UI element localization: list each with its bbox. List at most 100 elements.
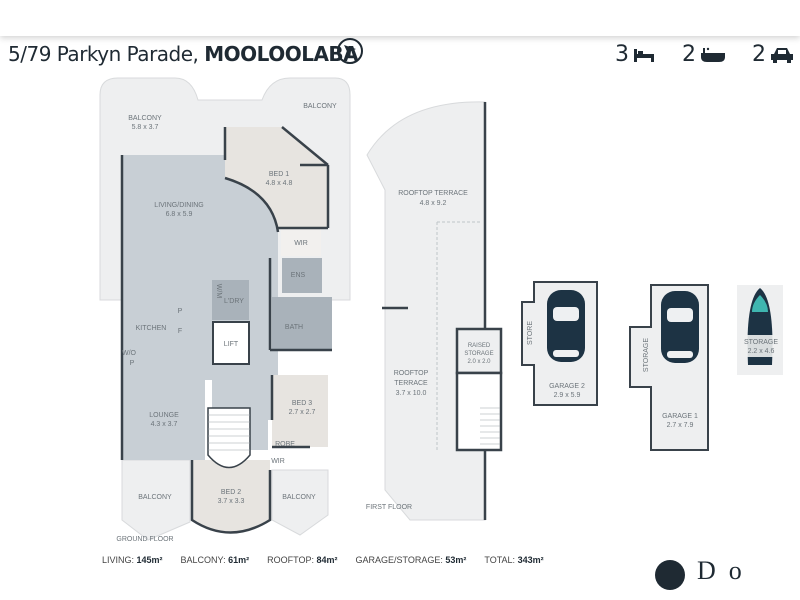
- svg-text:W/O: W/O: [122, 350, 137, 357]
- garages: STORE GARAGE 2 2.9 x 5.9 STORAGE GARAGE …: [521, 281, 783, 451]
- room-name: ROOFTOP TERRACE: [398, 190, 468, 197]
- car-icon: [661, 291, 699, 363]
- address: 5/79 Parkyn Parade, MOOLOOLABA: [8, 42, 359, 66]
- svg-text:BED 3: BED 3: [292, 400, 312, 407]
- room-name: KITCHEN: [136, 325, 167, 332]
- svg-text:BALCONY: BALCONY: [138, 494, 172, 501]
- baths-feature: 2: [682, 42, 726, 67]
- suburb: MOOLOOLABA: [204, 42, 359, 66]
- room-name: BALCONY: [138, 494, 172, 501]
- beds-feature: 3: [615, 42, 655, 67]
- svg-text:GARAGE 1: GARAGE 1: [662, 413, 698, 420]
- storage-size: 2.2 x 4.6: [748, 348, 775, 355]
- room-name: WIR: [294, 240, 308, 247]
- balcony-bottom-right: [271, 469, 329, 536]
- stair-treads: [480, 407, 500, 445]
- svg-text:BATH: BATH: [285, 324, 303, 331]
- room-name: BATH: [285, 324, 303, 331]
- room-name: BED 3: [292, 400, 312, 407]
- svg-text:W/M: W/M: [215, 284, 222, 299]
- bath: [272, 297, 332, 349]
- living-area: [122, 155, 278, 460]
- area-summary: LIVING: 145m² BALCONY: 61m² ROOFTOP: 84m…: [102, 555, 544, 565]
- lift: [212, 321, 250, 365]
- first-floor: ROOFTOP TERRACE 4.8 x 9.2 RAISED STORAGE…: [366, 101, 503, 521]
- svg-text:GARAGE 2: GARAGE 2: [549, 383, 585, 390]
- bath-icon: [701, 47, 725, 62]
- room-name: BALCONY: [128, 115, 162, 122]
- pantry-mark: P: [130, 360, 135, 367]
- garage-size: 2.7 x 7.9: [667, 422, 694, 429]
- room-name: BALCONY: [282, 494, 316, 501]
- room-size: 2.7 x 2.7: [289, 409, 316, 416]
- svg-text:2.0 x 2.0: 2.0 x 2.0: [467, 359, 491, 365]
- room-size: 3.7 x 3.3: [218, 498, 245, 505]
- room-size: 4.8 x 4.8: [266, 180, 293, 187]
- room-size: 3.7 x 10.0: [396, 390, 427, 397]
- garage-size: 2.9 x 5.9: [554, 392, 581, 399]
- top-bar: [0, 0, 800, 36]
- svg-text:TERRACE: TERRACE: [394, 380, 428, 387]
- garage-area-stat: GARAGE/STORAGE: 53m²: [355, 555, 467, 565]
- bed-3: [272, 375, 328, 447]
- svg-text:4.3 x 3.7: 4.3 x 3.7: [151, 421, 178, 428]
- listing-header: 5/79 Parkyn Parade, MOOLOOLABA: [0, 36, 800, 70]
- raised-storage: [455, 327, 503, 375]
- room-name: L'DRY: [224, 298, 244, 305]
- svg-text:RAISED: RAISED: [468, 343, 491, 349]
- svg-text:BALCONY: BALCONY: [303, 103, 337, 110]
- room-name: LOUNGE: [149, 412, 179, 419]
- room-size: 2.0 x 2.0: [467, 359, 491, 365]
- fridge-mark: F: [178, 328, 182, 335]
- svg-text:4.8 x 9.2: 4.8 x 9.2: [420, 200, 447, 207]
- room-name: BED 2: [221, 489, 241, 496]
- svg-text:ROOFTOP: ROOFTOP: [394, 370, 429, 377]
- car-icon: [547, 290, 585, 362]
- svg-text:3.7 x 3.3: 3.7 x 3.3: [218, 498, 245, 505]
- garage-name: GARAGE 2: [549, 383, 585, 390]
- rooftop-terrace: [366, 101, 486, 521]
- cars-feature: 2: [752, 42, 794, 67]
- storage-label: STORAGE: [643, 338, 650, 372]
- svg-text:ROOFTOP TERRACE: ROOFTOP TERRACE: [398, 190, 468, 197]
- svg-text:4.8 x 4.8: 4.8 x 4.8: [266, 180, 293, 187]
- ground-floor: BALCONY 5.8 x 3.7 BALCONY BED 1 4.8 x 4.…: [99, 77, 351, 543]
- svg-text:P: P: [130, 360, 135, 367]
- room-name: BALCONY: [303, 103, 337, 110]
- svg-text:3.7 x 10.0: 3.7 x 10.0: [396, 390, 427, 397]
- svg-text:STORAGE: STORAGE: [464, 351, 493, 357]
- svg-text:WIR: WIR: [271, 458, 285, 465]
- svg-text:5.8 x 3.7: 5.8 x 3.7: [132, 124, 159, 131]
- svg-text:BED 1: BED 1: [269, 171, 289, 178]
- room-name: STORAGE: [464, 351, 493, 357]
- svg-text:2.7 x 2.7: 2.7 x 2.7: [289, 409, 316, 416]
- svg-text:ROBE: ROBE: [275, 441, 295, 448]
- room-name: LIFT: [224, 341, 239, 348]
- room-name: ROOFTOP: [394, 370, 429, 377]
- bed-2: [192, 460, 270, 533]
- room-size: 4.8 x 9.2: [420, 200, 447, 207]
- floor-label: GROUND FLOOR: [116, 536, 173, 543]
- wir-1: [281, 228, 321, 256]
- car-icon: [771, 47, 793, 63]
- svg-text:STORAGE: STORAGE: [643, 338, 650, 372]
- svg-text:LIVING/DINING: LIVING/DINING: [154, 202, 203, 209]
- room-name: TERRACE: [394, 380, 428, 387]
- ground-floor-labels: BALCONY 5.8 x 3.7 BALCONY BED 1 4.8 x 4.…: [116, 103, 337, 543]
- wall-oven-mark: W/O: [122, 350, 137, 357]
- north-arrow-icon: [337, 38, 363, 64]
- svg-text:BALCONY: BALCONY: [282, 494, 316, 501]
- svg-text:2.9 x 5.9: 2.9 x 5.9: [554, 392, 581, 399]
- svg-text:FIRST FLOOR: FIRST FLOOR: [366, 504, 412, 511]
- stairwell: [455, 371, 503, 452]
- balcony-area-stat: BALCONY: 61m²: [180, 555, 250, 565]
- rooftop-area-stat: ROOFTOP: 84m²: [267, 555, 338, 565]
- svg-text:LOUNGE: LOUNGE: [149, 412, 179, 419]
- svg-text:BED 2: BED 2: [221, 489, 241, 496]
- svg-text:STORE: STORE: [527, 321, 534, 345]
- bed-icon: [634, 48, 654, 62]
- stair-treads: [208, 414, 250, 451]
- floor-label: FIRST FLOOR: [366, 504, 412, 511]
- agency-logo-icon: [655, 560, 685, 590]
